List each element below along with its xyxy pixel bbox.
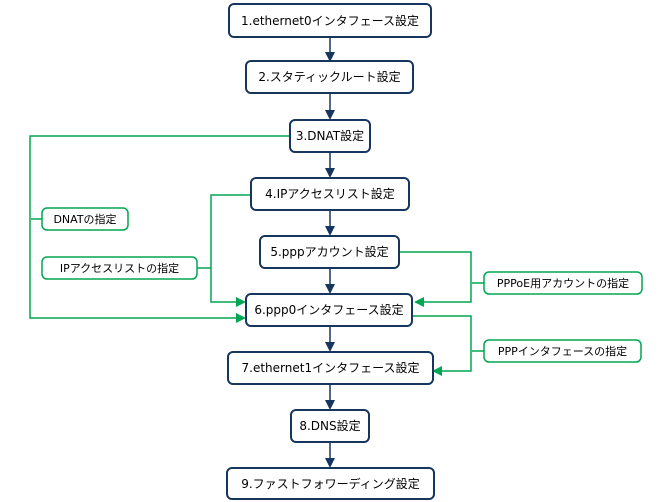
note-ppp-interface: PPPインタフェースの指定 bbox=[472, 339, 642, 363]
step-3-label: 3.DNAT設定 bbox=[296, 128, 364, 143]
step-9-fast-forwarding: 9.ファストフォワーディング設定 bbox=[226, 467, 435, 500]
step-7-ethernet1-interface: 7.ethernet1インタフェース設定 bbox=[227, 351, 434, 385]
step-1-ethernet0-interface: 1.ethernet0インタフェース設定 bbox=[228, 3, 432, 38]
step-2-static-route: 2.スタティックルート設定 bbox=[245, 60, 414, 94]
step-1-label: 1.ethernet0インタフェース設定 bbox=[241, 13, 419, 28]
note-ppp-interface-label: PPPインタフェースの指定 bbox=[498, 344, 627, 358]
note-dnat-label: DNATの指定 bbox=[53, 212, 116, 226]
step-5-label: 5.pppアカウント設定 bbox=[270, 244, 388, 259]
step-6-ppp0-interface: 6.ppp0インタフェース設定 bbox=[245, 293, 413, 327]
step-3-dnat: 3.DNAT設定 bbox=[289, 119, 371, 153]
step-9-label: 9.ファストフォワーディング設定 bbox=[241, 476, 420, 491]
step-7-label: 7.ethernet1インタフェース設定 bbox=[242, 360, 420, 375]
ppp0-to-ethernet1-connector bbox=[412, 315, 472, 376]
dnat-to-ppp0-connector bbox=[29, 135, 290, 323]
note-ip-acl: IPアクセスリストの指定 bbox=[41, 256, 211, 280]
step-5-ppp-account: 5.pppアカウント設定 bbox=[259, 235, 400, 269]
note-dnat: DNATの指定 bbox=[31, 207, 129, 231]
note-ip-acl-label: IPアクセスリストの指定 bbox=[60, 261, 179, 275]
ip-acl-to-ppp0-connector bbox=[210, 194, 250, 307]
note-pppoe-account-label: PPPoE用アカウントの指定 bbox=[497, 276, 629, 290]
reference-connectors bbox=[29, 135, 472, 376]
step-4-ip-access-list: 4.IPアクセスリスト設定 bbox=[250, 177, 410, 211]
note-pppoe-account: PPPoE用アカウントの指定 bbox=[472, 271, 643, 295]
step-6-label: 6.ppp0インタフェース設定 bbox=[254, 302, 403, 317]
step-8-dns: 8.DNS設定 bbox=[290, 409, 370, 443]
ppp-account-to-ppp0-connector bbox=[400, 251, 472, 307]
step-2-label: 2.スタティックルート設定 bbox=[258, 69, 400, 84]
step-4-label: 4.IPアクセスリスト設定 bbox=[265, 186, 395, 201]
step-8-label: 8.DNS設定 bbox=[299, 418, 360, 433]
